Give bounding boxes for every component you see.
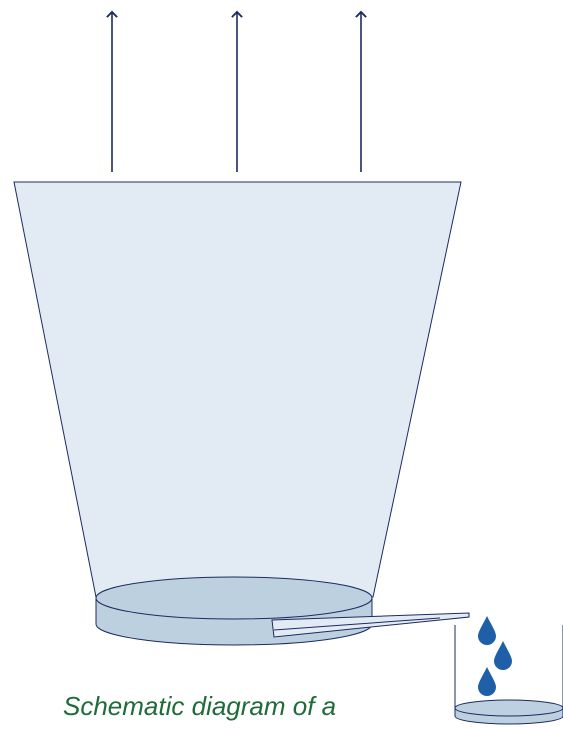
funnel (13, 181, 462, 598)
diagram-caption: Schematic diagram of a (63, 691, 337, 721)
collector-tray (95, 576, 373, 646)
water-drop-icon (478, 616, 496, 645)
water-drop-icon (478, 667, 496, 696)
upward-arrows (106, 10, 367, 172)
water-drops (478, 616, 512, 696)
tray-top (95, 576, 373, 620)
water-drop-icon (494, 641, 512, 670)
collection-beaker (454, 625, 563, 725)
beaker-water-surface (454, 699, 563, 717)
outlet-spout-inner-line (273, 617, 441, 631)
